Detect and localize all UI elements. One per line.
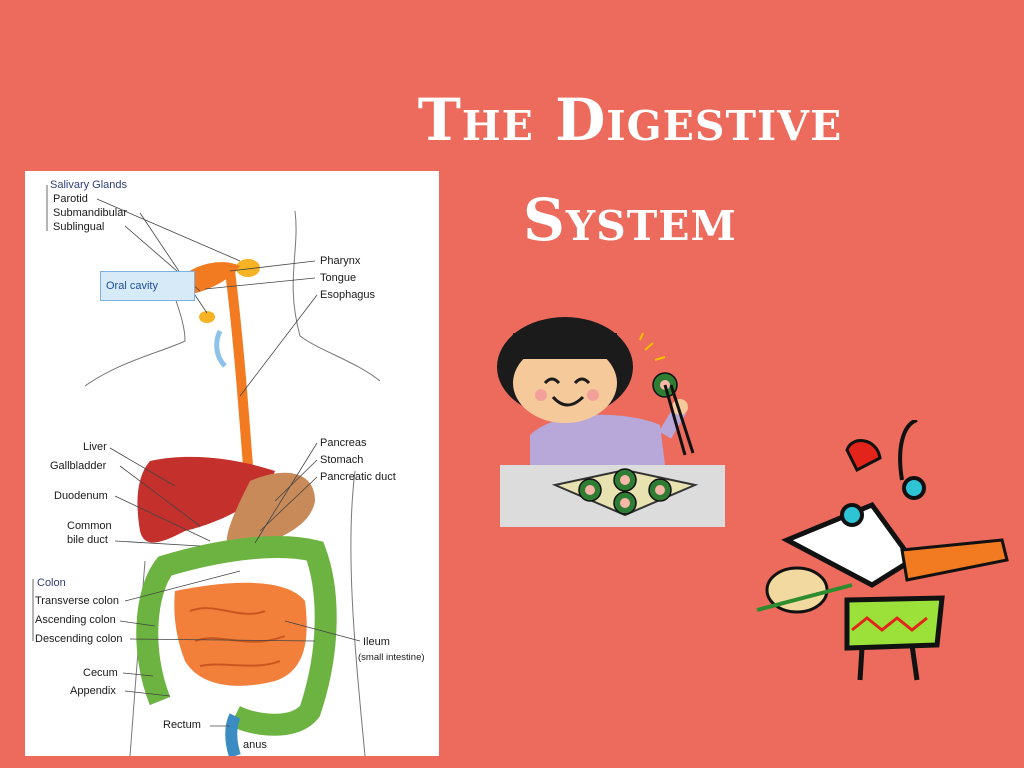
submandibular-gland [199, 311, 215, 323]
girl-eating-sushi-illustration [497, 317, 725, 527]
salivary-glands-label: Salivary Glands [50, 179, 128, 191]
face-shape [513, 343, 617, 423]
title-line-2: System [523, 186, 737, 254]
hat-shape [845, 439, 882, 473]
shirt-shape [530, 414, 665, 465]
oral-cavity-label: Oral cavity [100, 271, 195, 301]
rectum-label: Rectum [163, 719, 201, 731]
esophagus-label: Esophagus [320, 289, 376, 301]
anatomy-figure [32, 185, 381, 756]
sublingual-label: Sublingual [53, 221, 105, 233]
stomach-shape [226, 472, 315, 551]
ascending-colon-label: Ascending colon [35, 614, 116, 626]
pancreas-label: Pancreas [320, 437, 367, 449]
small-intestine-label: (small intestine) [358, 652, 425, 663]
rectum-shape [225, 713, 241, 756]
glasses-left [840, 503, 864, 527]
chopsticks [663, 384, 687, 456]
esophagus-tube [225, 270, 255, 492]
chef-with-skewer-illustration [756, 420, 1009, 681]
transverse-colon-label: Transverse colon [35, 595, 119, 607]
pharynx-label: Pharynx [320, 255, 361, 267]
liver-label: Liver [83, 441, 107, 453]
character-body [844, 595, 945, 651]
descending-colon-label: Descending colon [35, 633, 123, 645]
page-title: The Digestive System [280, 70, 980, 270]
digestive-diagram: Salivary Glands Parotid Submandibular Su… [25, 171, 439, 756]
tongue-label: Tongue [320, 272, 357, 284]
small-intestine-shape [174, 582, 307, 686]
skewer-arm [900, 538, 1009, 582]
ileum-label: Ileum [363, 636, 390, 648]
common-bile-duct-label-1: Common [67, 520, 112, 532]
glasses-right [902, 476, 926, 500]
parotid-label: Parotid [53, 193, 88, 205]
gallbladder-label: Gallbladder [50, 460, 107, 472]
stomach-label: Stomach [320, 454, 364, 466]
appendix-label: Appendix [70, 685, 116, 697]
parotid-gland [236, 259, 260, 277]
cecum-label: Cecum [83, 667, 118, 679]
title-line-1: The Digestive [417, 86, 843, 154]
common-bile-duct-label-2: bile duct [67, 534, 108, 546]
colon-shape [136, 536, 337, 736]
pancreatic-duct-label: Pancreatic duct [320, 471, 396, 483]
submandibular-label: Submandibular [53, 207, 127, 219]
colon-group-label: Colon [37, 577, 66, 589]
liver-shape [137, 456, 275, 543]
anus-label: anus [243, 739, 267, 751]
duodenum-label: Duodenum [54, 490, 108, 502]
